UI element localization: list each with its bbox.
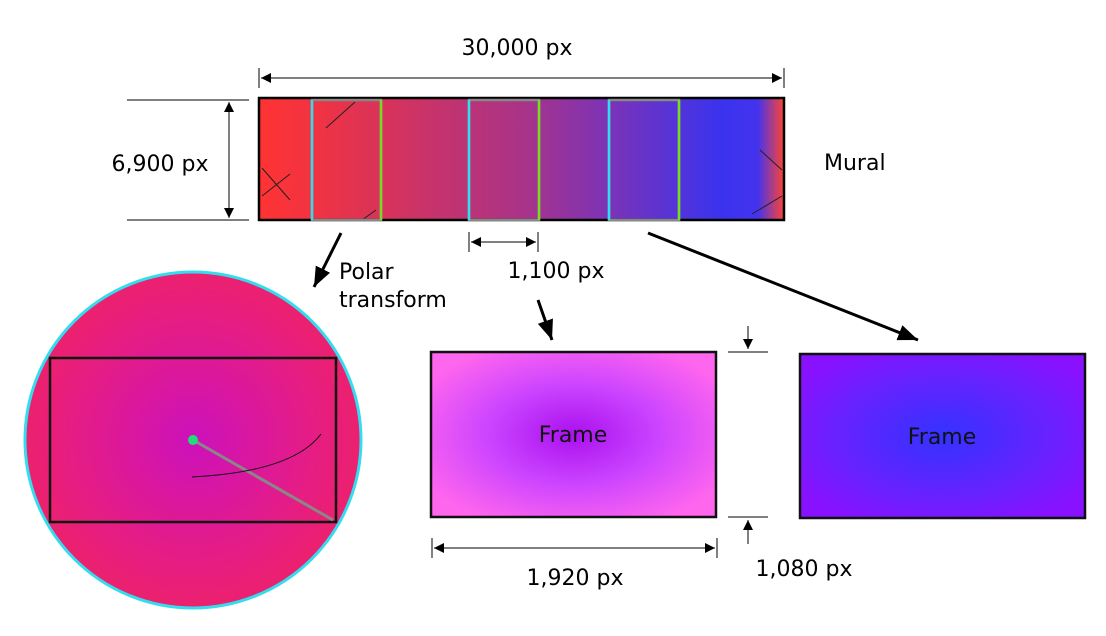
polar-center-dot xyxy=(188,435,198,445)
window-width-label: 1,100 px xyxy=(508,259,605,284)
frame-width-dimension: 1,920 px xyxy=(431,538,718,591)
mural-height-dimension: 6,900 px xyxy=(112,99,249,221)
window-width-dimension: 1,100 px xyxy=(468,232,605,284)
arrow-to-frame1 xyxy=(536,299,554,341)
mural-height-label: 6,900 px xyxy=(112,152,209,177)
polar-label-line2: transform xyxy=(339,288,447,313)
polar-frame-rect xyxy=(48,356,338,524)
frame-1-label: Frame xyxy=(539,423,608,448)
polar-label-line1: Polar xyxy=(339,260,395,285)
frame-height-dimension: 1,080 px xyxy=(728,326,852,582)
mural-window-2 xyxy=(467,98,541,222)
arrow-to-polar xyxy=(312,232,343,288)
mural-label: Mural xyxy=(824,151,886,176)
mural-width-label: 30,000 px xyxy=(462,36,573,61)
mural-window-1 xyxy=(310,98,383,222)
frame-2-label: Frame xyxy=(908,425,977,450)
frame-1: Frame xyxy=(429,350,718,519)
mural-width-dimension: 30,000 px xyxy=(258,36,785,88)
frame-height-label: 1,080 px xyxy=(756,557,853,582)
mural-window-3 xyxy=(607,98,681,222)
polar-circle xyxy=(23,270,363,610)
frame-width-label: 1,920 px xyxy=(527,566,624,591)
frame-2: Frame xyxy=(798,352,1087,520)
arrow-to-frame2 xyxy=(647,231,919,342)
mural-strip xyxy=(257,96,786,222)
